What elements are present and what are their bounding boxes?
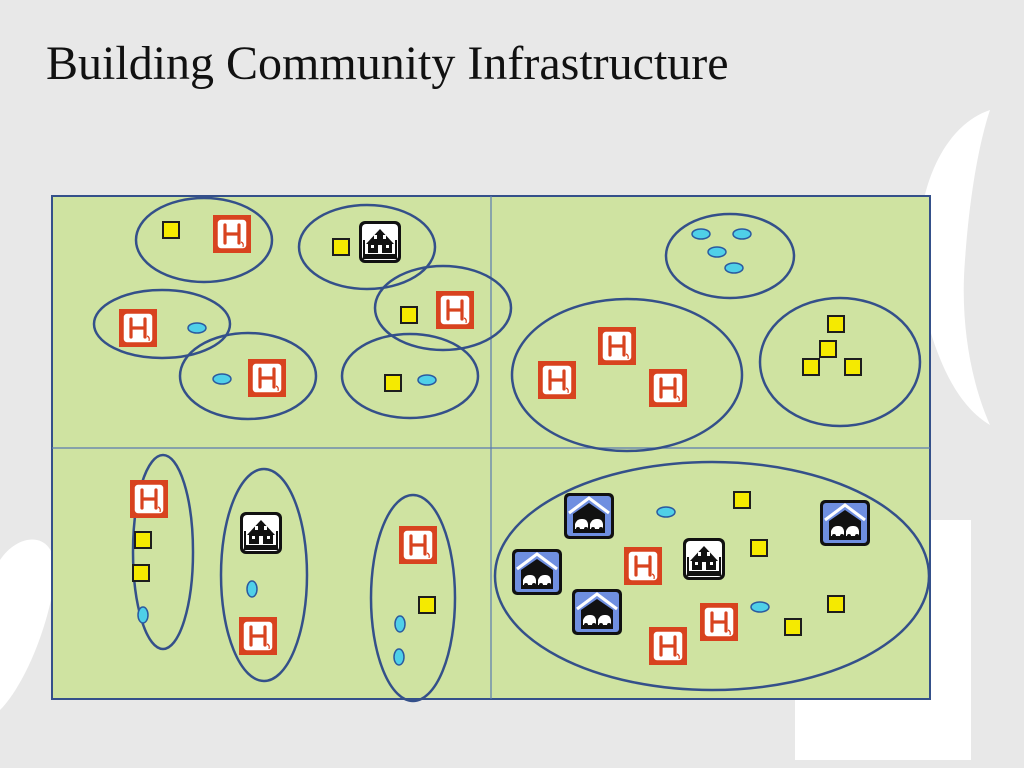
hospital-icon xyxy=(211,213,253,255)
cluster-outline xyxy=(664,212,796,300)
yellow-square-icon xyxy=(784,618,802,636)
cyan-dot-icon xyxy=(394,615,406,633)
cyan-dot-icon xyxy=(187,322,207,334)
house-icon xyxy=(683,538,725,580)
cluster-outline xyxy=(510,297,744,453)
cluster-outline xyxy=(373,264,513,352)
hospital-icon xyxy=(596,325,638,367)
yellow-square-icon xyxy=(827,595,845,613)
yellow-square-icon xyxy=(750,539,768,557)
background-swoosh-left xyxy=(0,539,56,710)
yellow-square-icon xyxy=(844,358,862,376)
background-swoosh-right xyxy=(918,110,990,425)
cyan-dot-icon xyxy=(750,601,770,613)
garage-icon xyxy=(562,491,616,541)
yellow-square-icon xyxy=(132,564,150,582)
cyan-dot-icon xyxy=(246,580,258,598)
cyan-dot-icon xyxy=(212,373,232,385)
hospital-icon xyxy=(246,357,288,399)
yellow-square-icon xyxy=(134,531,152,549)
yellow-square-icon xyxy=(819,340,837,358)
hospital-icon xyxy=(698,601,740,643)
hospital-icon xyxy=(397,524,439,566)
cluster-outline xyxy=(493,460,931,692)
cluster-outline xyxy=(92,288,232,360)
yellow-square-icon xyxy=(400,306,418,324)
cyan-dot-icon xyxy=(691,228,711,240)
yellow-square-icon xyxy=(162,221,180,239)
house-icon xyxy=(240,512,282,554)
yellow-square-icon xyxy=(733,491,751,509)
cluster-outline xyxy=(134,196,274,284)
slide-title: Building Community Infrastructure xyxy=(46,37,729,90)
yellow-square-icon xyxy=(827,315,845,333)
garage-icon xyxy=(510,547,564,597)
garage-icon xyxy=(570,587,624,637)
cluster-outline xyxy=(369,493,457,703)
hospital-icon xyxy=(117,307,159,349)
hospital-icon xyxy=(647,625,689,667)
cyan-dot-icon xyxy=(656,506,676,518)
yellow-square-icon xyxy=(802,358,820,376)
yellow-square-icon xyxy=(384,374,402,392)
cyan-dot-icon xyxy=(732,228,752,240)
cluster-outline xyxy=(340,332,480,420)
house-icon xyxy=(359,221,401,263)
garage-icon xyxy=(818,498,872,548)
hospital-icon xyxy=(647,367,689,409)
cluster-outline xyxy=(297,203,437,291)
cyan-dot-icon xyxy=(707,246,727,258)
cyan-dot-icon xyxy=(393,648,405,666)
cyan-dot-icon xyxy=(724,262,744,274)
cluster-outline xyxy=(131,453,195,651)
yellow-square-icon xyxy=(418,596,436,614)
hospital-icon xyxy=(128,478,170,520)
yellow-square-icon xyxy=(332,238,350,256)
hospital-icon xyxy=(237,615,279,657)
cluster-outline xyxy=(178,331,318,421)
cyan-dot-icon xyxy=(417,374,437,386)
hospital-icon xyxy=(622,545,664,587)
cyan-dot-icon xyxy=(137,606,149,624)
cluster-outline xyxy=(758,296,922,428)
hospital-icon xyxy=(434,289,476,331)
hospital-icon xyxy=(536,359,578,401)
cluster-outline xyxy=(219,467,309,683)
